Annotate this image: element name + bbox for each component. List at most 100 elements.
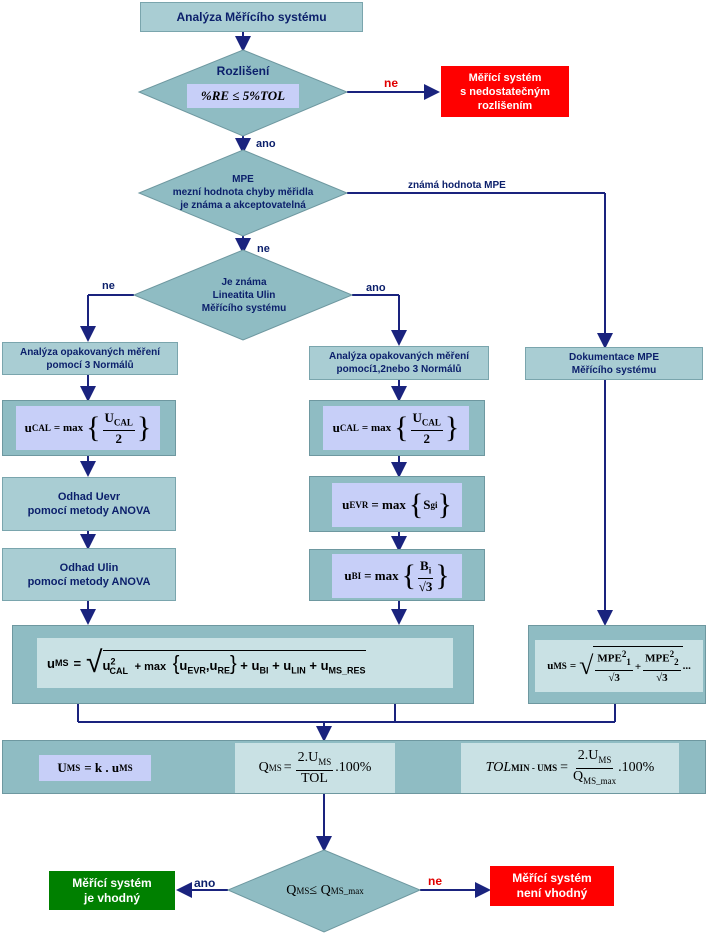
- final-lhs: Q: [286, 883, 297, 898]
- sqrt-sign-icon-2: √: [579, 651, 594, 680]
- ums-t4-sub: BI: [259, 665, 269, 676]
- ucal-eq: = max: [53, 422, 84, 434]
- tol-eq: =: [560, 760, 569, 775]
- right-box-mpe-documentation: Dokumentace MPE Měřícího systému: [525, 347, 703, 380]
- mid-box-repeated-measurements: Analýza opakovaných měření pomocí1,2nebo…: [309, 346, 489, 380]
- ucal-lhs-sub: CAL: [31, 423, 51, 433]
- ums-mpe-lhs-sub: MS: [553, 661, 567, 671]
- final-op: ≤ Q: [309, 883, 331, 898]
- title-box: Analýza Měřícího systému: [140, 2, 363, 32]
- ums-mpe-n1: MPE: [597, 652, 622, 665]
- tol-num-sub: MS: [598, 754, 612, 765]
- red-box-1-line-3: rozlišením: [477, 99, 533, 112]
- left-box-uevr-estimate: Odhad Uevr pomocí metody ANOVA: [2, 477, 176, 531]
- ums-mpe-d1: √3: [608, 671, 620, 684]
- mid-ucal-eq: = max: [361, 422, 392, 434]
- tol-lhs: TOL: [485, 760, 512, 775]
- label-ne-1: ne: [384, 76, 399, 90]
- decision-resolution: Rozlišení %RE ≤ 5%TOL: [160, 64, 326, 124]
- ubi-num: B: [420, 557, 429, 573]
- decision-resolution-formula: %RE ≤ 5%TOL: [187, 84, 299, 108]
- mid-box-1-line-1: Analýza opakovaných měření: [328, 351, 470, 362]
- red-box-final-line-2: není vhodný: [516, 886, 588, 900]
- ubi-den: √3: [418, 579, 433, 595]
- ums-mpe-plus: +: [634, 660, 642, 673]
- ums-t2-sub: EVR: [187, 665, 206, 676]
- qms-num-sub: MS: [318, 756, 332, 767]
- red-box-final-line-1: Měřící systém: [512, 871, 592, 885]
- label-ne-3: ne: [102, 280, 115, 292]
- right-box-1-line-1: Dokumentace MPE: [568, 351, 660, 363]
- uevr-body: S: [423, 497, 431, 512]
- ucal-den: 2: [115, 431, 122, 447]
- left-box-3-line-2: pomocí metody ANOVA: [27, 575, 151, 588]
- ucal-num: U: [104, 409, 114, 425]
- title-text: Analýza Měřícího systému: [176, 10, 327, 24]
- ubi-lhs: u: [344, 568, 352, 583]
- ums-mpe-eq: =: [569, 660, 577, 672]
- ums-t6-sub: MS_RES: [328, 665, 366, 676]
- decision-lin-shape: [132, 249, 354, 341]
- ubi-lhs-sub: BI: [351, 571, 362, 581]
- mid-ucal-den: 2: [423, 431, 430, 447]
- ums-mpe-n2-sub: 2: [674, 656, 679, 667]
- qms-num: 2.U: [297, 750, 319, 766]
- ums-mpe-n1-sub: 1: [626, 656, 631, 667]
- decision-mpe-line-2: mezní hodnota chyby měřidla: [172, 186, 314, 198]
- left-box-1-line-2: pomocí 3 Normálů: [46, 359, 134, 371]
- uevr-lhs: u: [342, 497, 350, 512]
- ums-mpe-n1-sup: 2: [621, 649, 627, 660]
- ums-radicand: u2CAL + max {uEVR,uRE} + uBI + uLIN + uM…: [102, 650, 366, 676]
- mid-ucal-lhs-sub: CAL: [339, 423, 359, 433]
- label-ne-final: ne: [428, 874, 443, 888]
- ums-max: + max: [134, 661, 167, 673]
- ums-mpe-lhs: u: [547, 660, 554, 672]
- tol-tail: .100%: [618, 760, 655, 775]
- ucal-lhs: u: [24, 420, 32, 435]
- final-rhs-sub: MS_max: [330, 886, 364, 896]
- ums-eq: =: [73, 655, 82, 671]
- ums-t5: + u: [272, 658, 292, 673]
- decision-mpe-shape: [137, 149, 349, 237]
- left-box-2-line-1: Odhad Uevr: [57, 491, 121, 503]
- green-box-line-1: Měřící systém: [72, 875, 152, 890]
- ucal-num-sub: CAL: [113, 417, 133, 428]
- ums-t3: u: [209, 658, 218, 673]
- left-box-2-line-2: pomocí metody ANOVA: [27, 505, 151, 517]
- ums-t2: u: [179, 658, 188, 673]
- ums-t3-sub: RE: [217, 665, 230, 676]
- ums-brace-close: }: [229, 653, 237, 675]
- tol-lhs-sub: MIN - UMS: [511, 763, 558, 773]
- qms-lhs: Q: [258, 760, 269, 775]
- label-ano-final: ano: [194, 876, 216, 890]
- ums-lhs-sub: MS: [54, 658, 69, 668]
- ubi-eq: = max: [364, 568, 399, 583]
- qms-tail: .100%: [335, 760, 372, 775]
- red-box-1-line-2: s nedostatečným: [460, 85, 550, 98]
- ums-t1-sub: CAL: [109, 665, 128, 676]
- uevr-lhs-sub: EVR: [349, 500, 369, 510]
- qms-eq: =: [283, 760, 292, 775]
- ums-t5-sub: LIN: [291, 665, 306, 676]
- Ums-rhs-sub: MS: [119, 763, 133, 773]
- ums-mpe-radicand: MPE21√3 + MPE22√3: [593, 646, 683, 686]
- tol-den: Q: [573, 768, 584, 784]
- ums-mpe-d2: √3: [656, 671, 668, 684]
- ums-mpe-n2-sup: 2: [669, 649, 675, 660]
- qms-lhs-sub: MS: [268, 763, 282, 773]
- decision-lin-text: Je známa Lineatita Ulin Měřícího systému: [180, 270, 308, 320]
- label-known-mpe: známá hodnota MPE: [408, 180, 506, 191]
- tol-den-sub: MS_max: [583, 775, 617, 786]
